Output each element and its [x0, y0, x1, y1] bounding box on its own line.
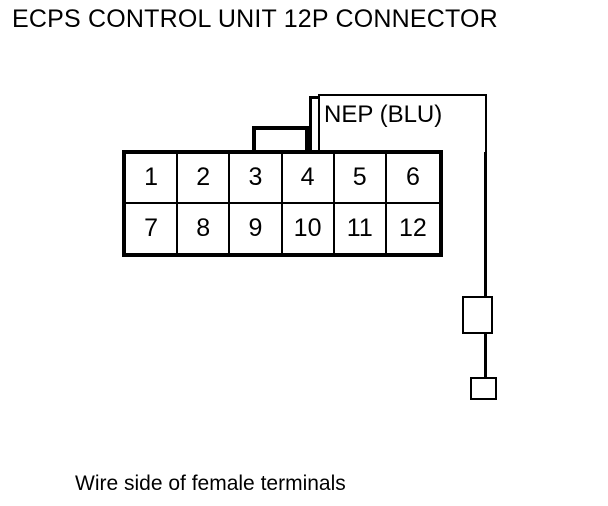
pin-cell-7: 7 [126, 203, 179, 253]
pin-cell-8: 8 [178, 203, 231, 253]
pin-cell-6: 6 [386, 154, 439, 204]
pin-label-1: 1 [144, 163, 159, 192]
pin-cell-11: 11 [335, 203, 387, 253]
pin-label-11: 11 [346, 213, 373, 242]
pin-label-5: 5 [352, 163, 367, 192]
callout-leader-vertical-to-connector [309, 98, 312, 152]
pin-cell-4: 4 [282, 154, 335, 204]
connector-locking-tab [252, 126, 309, 154]
diagram-caption: Wire side of female terminals [75, 472, 346, 495]
pin-label-3: 3 [248, 163, 263, 192]
pin-label-10: 10 [293, 213, 322, 242]
pin-cell-2: 2 [178, 154, 231, 204]
callout-label-box [318, 94, 487, 152]
terminal-symbol-large [462, 296, 493, 334]
pin-label-12: 12 [399, 213, 427, 242]
pin-cell-10: 10 [283, 203, 335, 253]
pin-grid: 1 2 3 4 5 6 7 8 9 10 11 12 [126, 154, 439, 253]
callout-label-text: NEP (BLU) [324, 101, 443, 128]
pin-label-7: 7 [144, 213, 159, 242]
pin-cell-12: 12 [387, 204, 439, 254]
terminal-link-line [484, 333, 487, 378]
pin-cell-1: 1 [126, 154, 179, 204]
pin-label-2: 2 [196, 163, 211, 192]
pin-label-9: 9 [248, 213, 263, 242]
pin-label-6: 6 [405, 163, 420, 192]
pin-cell-9: 9 [230, 203, 283, 253]
page-title: ECPS CONTROL UNIT 12P CONNECTOR [12, 5, 498, 33]
pin-cell-3: 3 [230, 154, 283, 204]
pin-label-4: 4 [300, 163, 315, 192]
callout-leader-vertical-to-terminal [484, 96, 487, 297]
pin-label-8: 8 [196, 213, 211, 242]
connector-body: 1 2 3 4 5 6 7 8 9 10 11 12 [122, 150, 443, 257]
terminal-symbol-small [470, 377, 497, 400]
pin-cell-5: 5 [334, 154, 387, 204]
